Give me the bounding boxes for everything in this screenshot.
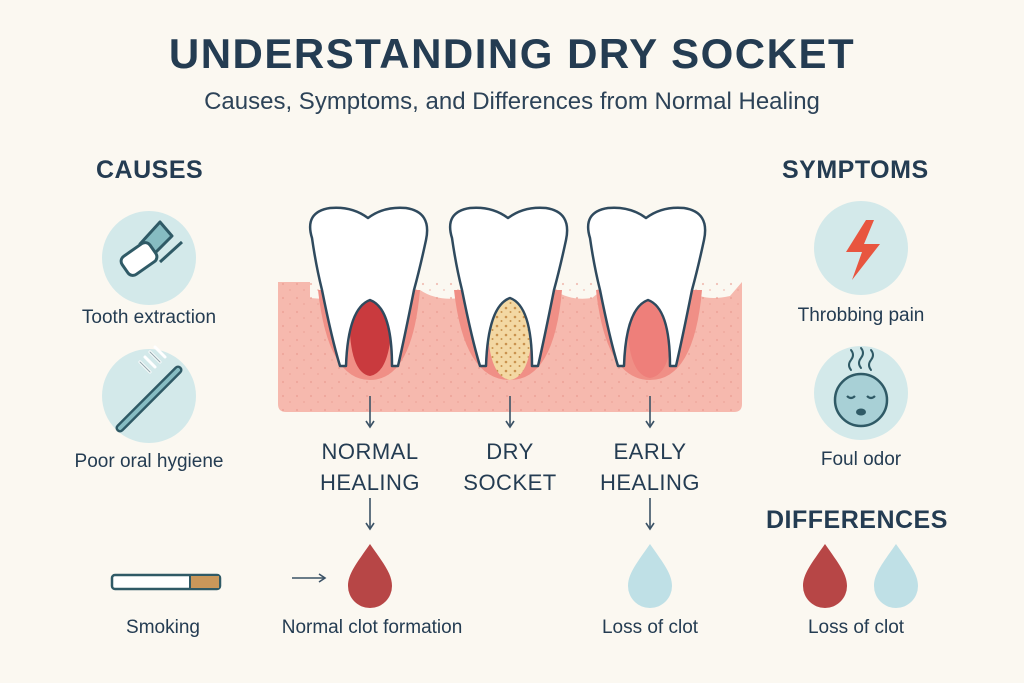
tooth-dry-socket xyxy=(448,206,569,380)
symptom-label-pain: Throbbing pain xyxy=(797,305,925,326)
cause-label-extraction: Tooth extraction xyxy=(81,307,217,328)
outcome-normal-clot: Normal clot formation xyxy=(281,617,463,638)
toothbrush-icon xyxy=(102,345,196,443)
stage-dry-socket: DRY SOCKET xyxy=(440,436,580,498)
forceps-icon xyxy=(102,211,196,305)
cause-label-hygiene: Poor oral hygiene xyxy=(74,451,224,472)
causes-heading: CAUSES xyxy=(96,156,204,184)
outcome-loss-of-clot: Loss of clot xyxy=(601,617,699,638)
stage-line: NORMAL xyxy=(321,439,419,464)
tooth-early-healing xyxy=(586,206,707,380)
difference-loss-of-clot: Loss of clot xyxy=(807,617,905,638)
stage-line: SOCKET xyxy=(463,470,557,495)
tooth-normal-healing xyxy=(308,206,429,380)
differences-heading: DIFFERENCES xyxy=(766,506,948,534)
lightning-icon xyxy=(814,201,908,295)
stage-line: HEALING xyxy=(599,470,701,495)
page-title: UNDERSTANDING DRY SOCKET xyxy=(168,30,856,77)
symptoms-heading: SYMPTOMS xyxy=(782,156,929,184)
stage-normal-healing: NORMAL HEALING xyxy=(300,436,440,498)
stage-early-healing: EARLY HEALING xyxy=(580,436,720,498)
sick-face-icon xyxy=(814,346,908,440)
blood-drop-small-icon xyxy=(803,544,847,608)
cigarette-icon xyxy=(110,573,222,591)
symptom-label-odor: Foul odor xyxy=(820,449,902,470)
cause-label-smoking: Smoking xyxy=(126,617,200,638)
stage-line: HEALING xyxy=(319,470,421,495)
stage-line: DRY xyxy=(486,439,534,464)
blood-drop-icon xyxy=(348,544,392,608)
page-subtitle: Causes, Symptoms, and Differences from N… xyxy=(204,88,820,115)
stage-line: EARLY xyxy=(613,439,687,464)
stage-arrows xyxy=(292,396,655,583)
water-drop-icon xyxy=(628,544,672,608)
water-drop-small-icon xyxy=(874,544,918,608)
